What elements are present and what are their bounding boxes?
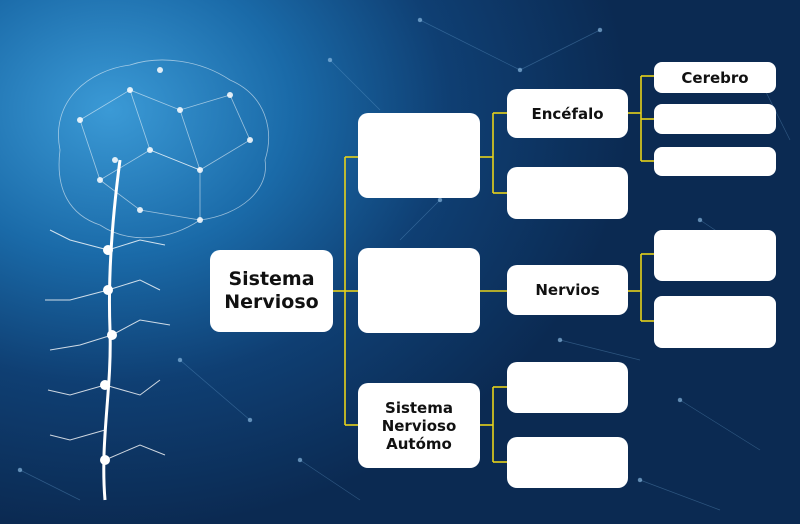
level1-node-2 [358,248,480,333]
root-node-sistema-nervioso: Sistema Nervioso [210,250,333,332]
level2-node-nervios: Nervios [507,265,628,315]
level2-node-5 [507,437,628,488]
level2-node-2 [507,167,628,219]
level1-node-1 [358,113,480,198]
root-node-label: Sistema Nervioso [224,268,319,313]
level3-node-2 [654,104,776,134]
level3-node-5 [654,296,776,348]
level3-node-3 [654,147,776,176]
level1-node-sistema-nervioso-automo: Sistema Nervioso Autómo [358,383,480,468]
level2-node-4 [507,362,628,413]
level3-node-4 [654,230,776,281]
level2-node-encefalo: Encéfalo [507,89,628,138]
level3-node-cerebro: Cerebro [654,62,776,93]
